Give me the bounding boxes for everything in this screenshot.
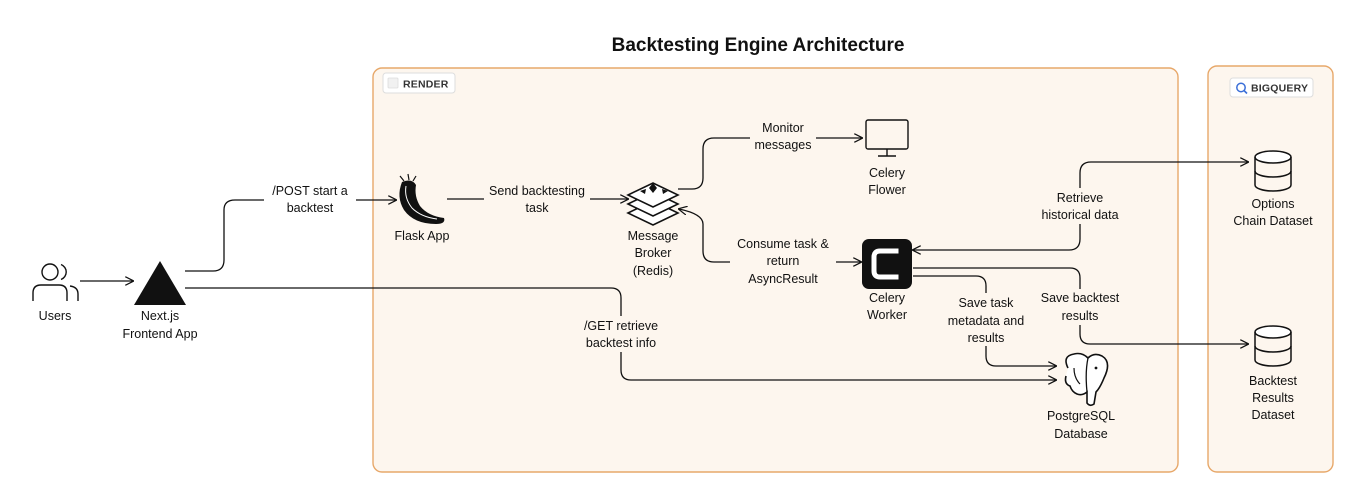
postgresql-elephant-icon	[1064, 352, 1109, 407]
flower-node: Celery Flower	[865, 119, 909, 197]
nextjs-triangle-icon	[134, 261, 186, 305]
nextjs-node: Next.js Frontend App	[122, 261, 198, 341]
results-label-line3: Dataset	[1251, 408, 1295, 422]
edge-label-consume-line2: return	[767, 254, 800, 268]
render-tag-label: RENDER	[403, 79, 449, 91]
edge-label-save-metadata-line2: metadata and	[948, 314, 1024, 328]
options-label-line2: Chain Dataset	[1233, 214, 1313, 228]
flask-label: Flask App	[395, 229, 450, 243]
edge-monitor-messages	[678, 138, 862, 190]
edge-label-save-metadata: Save task metadata and results	[944, 293, 1028, 346]
edge-label-send: Send backtesting task	[484, 181, 590, 217]
redis-stack-icon	[626, 182, 680, 226]
broker-label-line3: (Redis)	[633, 264, 673, 278]
users-label: Users	[39, 309, 72, 323]
edge-label-post-line2: backtest	[287, 201, 334, 215]
database-cylinder-icon	[1254, 150, 1292, 192]
edge-label-consume: Consume task & return AsyncResult	[730, 234, 836, 287]
broker-label-line1: Message	[628, 229, 679, 243]
edge-label-post: /POST start a backtest	[264, 181, 356, 217]
edge-label-monitor: Monitor messages	[750, 118, 816, 154]
edge-consume-task	[679, 209, 861, 262]
edge-post-start-backtest	[185, 200, 396, 272]
users-icon	[32, 263, 79, 301]
edge-label-get-line1: /GET retrieve	[584, 319, 658, 333]
edge-label-send-line2: task	[526, 201, 550, 215]
edge-label-save-metadata-line3: results	[968, 331, 1005, 345]
bigquery-tag-label: BIGQUERY	[1251, 83, 1308, 95]
results-node: Backtest Results Dataset	[1249, 325, 1297, 422]
flower-label-line1: Celery	[869, 166, 906, 180]
edge-label-save-results-line1: Save backtest	[1041, 291, 1120, 305]
edge-label-retrieve: Retrieve historical data	[1036, 188, 1124, 224]
edge-label-monitor-line2: messages	[755, 138, 812, 152]
edge-label-save-results-line2: results	[1062, 309, 1099, 323]
edge-label-get: /GET retrieve backtest info	[574, 316, 668, 352]
bigquery-search-icon	[1236, 82, 1248, 95]
users-node: Users	[32, 263, 79, 323]
flask-horn-icon	[399, 173, 445, 224]
worker-node: Celery Worker	[862, 239, 912, 322]
broker-label-line2: Broker	[635, 246, 672, 260]
nextjs-label-line1: Next.js	[141, 309, 179, 323]
options-label-line1: Options	[1251, 197, 1294, 211]
edge-label-retrieve-line1: Retrieve	[1057, 191, 1104, 205]
results-label-line2: Results	[1252, 391, 1294, 405]
bigquery-tag: BIGQUERY	[1229, 77, 1314, 98]
broker-node: Message Broker (Redis)	[626, 182, 680, 278]
edge-label-retrieve-line2: historical data	[1041, 208, 1118, 222]
options-node: Options Chain Dataset	[1233, 150, 1313, 228]
worker-label-line2: Worker	[867, 308, 907, 322]
results-label-line1: Backtest	[1249, 374, 1297, 388]
postgres-label-line2: Database	[1054, 427, 1108, 441]
postgres-label-line1: PostgreSQL	[1047, 409, 1115, 423]
diagram-title: Backtesting Engine Architecture	[612, 35, 905, 56]
nextjs-label-line2: Frontend App	[122, 327, 197, 341]
edge-label-send-line1: Send backtesting	[489, 184, 585, 198]
edge-label-save-results: Save backtest results	[1036, 289, 1124, 325]
database-cylinder-icon	[1254, 325, 1292, 367]
render-logo-icon	[387, 77, 399, 89]
flower-label-line2: Flower	[868, 183, 906, 197]
worker-label-line1: Celery	[869, 291, 906, 305]
render-tag: RENDER	[382, 72, 456, 94]
monitor-icon	[865, 119, 909, 157]
edge-label-consume-line3: AsyncResult	[748, 272, 818, 286]
celery-c-icon	[862, 239, 912, 289]
edge-label-get-line2: backtest info	[586, 336, 656, 350]
edge-label-post-line1: /POST start a	[272, 184, 348, 198]
edge-label-save-metadata-line1: Save task	[959, 296, 1015, 310]
edge-label-monitor-line1: Monitor	[762, 121, 804, 135]
postgres-node: PostgreSQL Database	[1047, 352, 1115, 441]
edge-label-consume-line1: Consume task &	[737, 237, 829, 251]
flask-node: Flask App	[395, 173, 450, 243]
